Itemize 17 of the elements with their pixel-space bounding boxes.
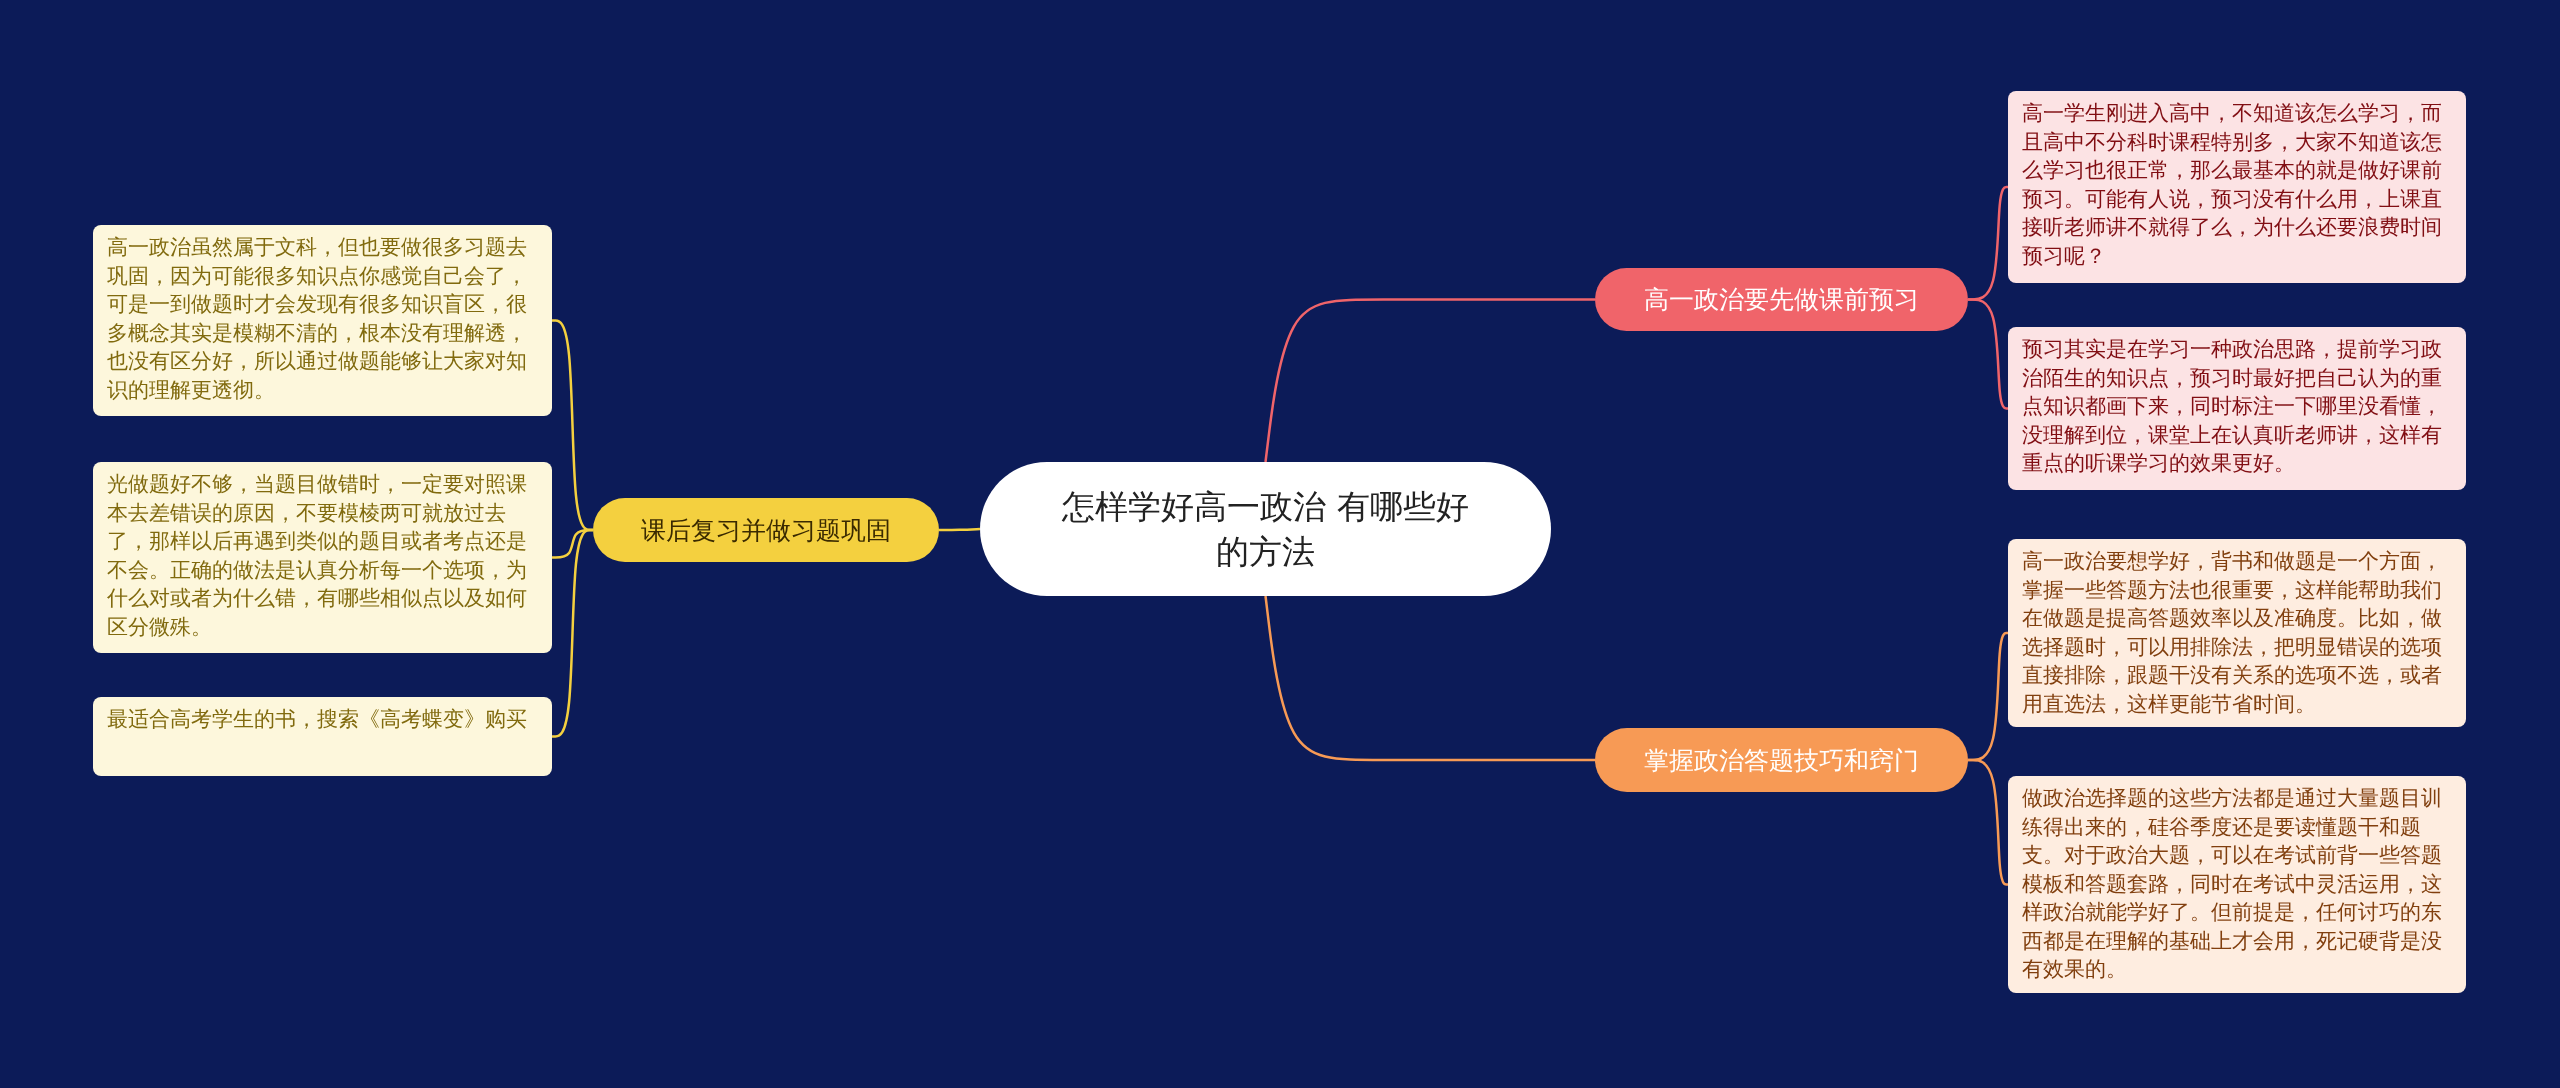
connector-line [1264,298,1595,463]
central-topic: 怎样学好高一政治 有哪些好的方法 [980,462,1551,596]
note-card: 高一学生刚进入高中，不知道该怎么学习，而且高中不分科时课程特别多，大家不知道该怎么学习也很正常，那么最基本的就是做好课前预习。可能有人说，预习没有什么用，上课直接听老师讲不就得了么，为什么还要浪费时间预习呢？ [2008,91,2466,283]
connector-line [1968,758,2009,886]
note-card: 高一政治要想学好，背书和做题是一个方面，掌握一些答题方法也很重要，这样能帮助我们在做题是提高答题效率以及准确度。比如，做选择题时，可以用排除法，把明显错误的选项直接排除，跟题干没有关系的选项不选，或者用直选法，这样更能节省时间。 [2008,539,2466,727]
branch-topic: 高一政治要先做课前预习 [1595,268,1968,331]
connector-line [552,528,593,738]
note-card: 最适合高考学生的书，搜索《高考蝶变》购买 [93,697,552,776]
connector-line [939,527,981,532]
note-card: 高一政治虽然属于文科，但也要做很多习题去巩固，因为可能很多知识点你感觉自己会了，可是一到做题时才会发现有很多知识盲区，很多概念其实是模糊不清的，根本没有理解透，也没有区分好，所以通过做题能够让大家对知识的理解更透彻。 [93,225,552,416]
connector-line [1968,298,2009,410]
note-card: 光做题好不够，当题目做错时，一定要对照课本去差错误的原因，不要模棱两可就放过去了，那样以后再遇到类似的题目或者考点还是不会。正确的做法是认真分析每一个选项，为什么对或者为什么错，有哪些相似点以及如何区分微殊。 [93,462,552,653]
note-card: 预习其实是在学习一种政治思路，提前学习政治陌生的知识点，预习时最好把自己认为的重点知识都画下来，同时标注一下哪里没看懂，没理解到位，课堂上在认真听老师讲，这样有重点的听课学习的效果更好。 [2008,327,2466,490]
connector-line [1264,595,1595,762]
note-card: 做政治选择题的这些方法都是通过大量题目训练得出来的，硅谷季度还是要读懂题干和题支。对于政治大题，可以在考试前背一些答题模板和答题套路，同时在考试中灵活运用，这样政治就能学好了。但前提是，任何讨巧的东西都是在理解的基础上才会用，死记硬背是没有效果的。 [2008,776,2466,993]
branch-topic: 掌握政治答题技巧和窍门 [1595,728,1968,792]
branch-topic: 课后复习并做习题巩固 [593,498,939,562]
